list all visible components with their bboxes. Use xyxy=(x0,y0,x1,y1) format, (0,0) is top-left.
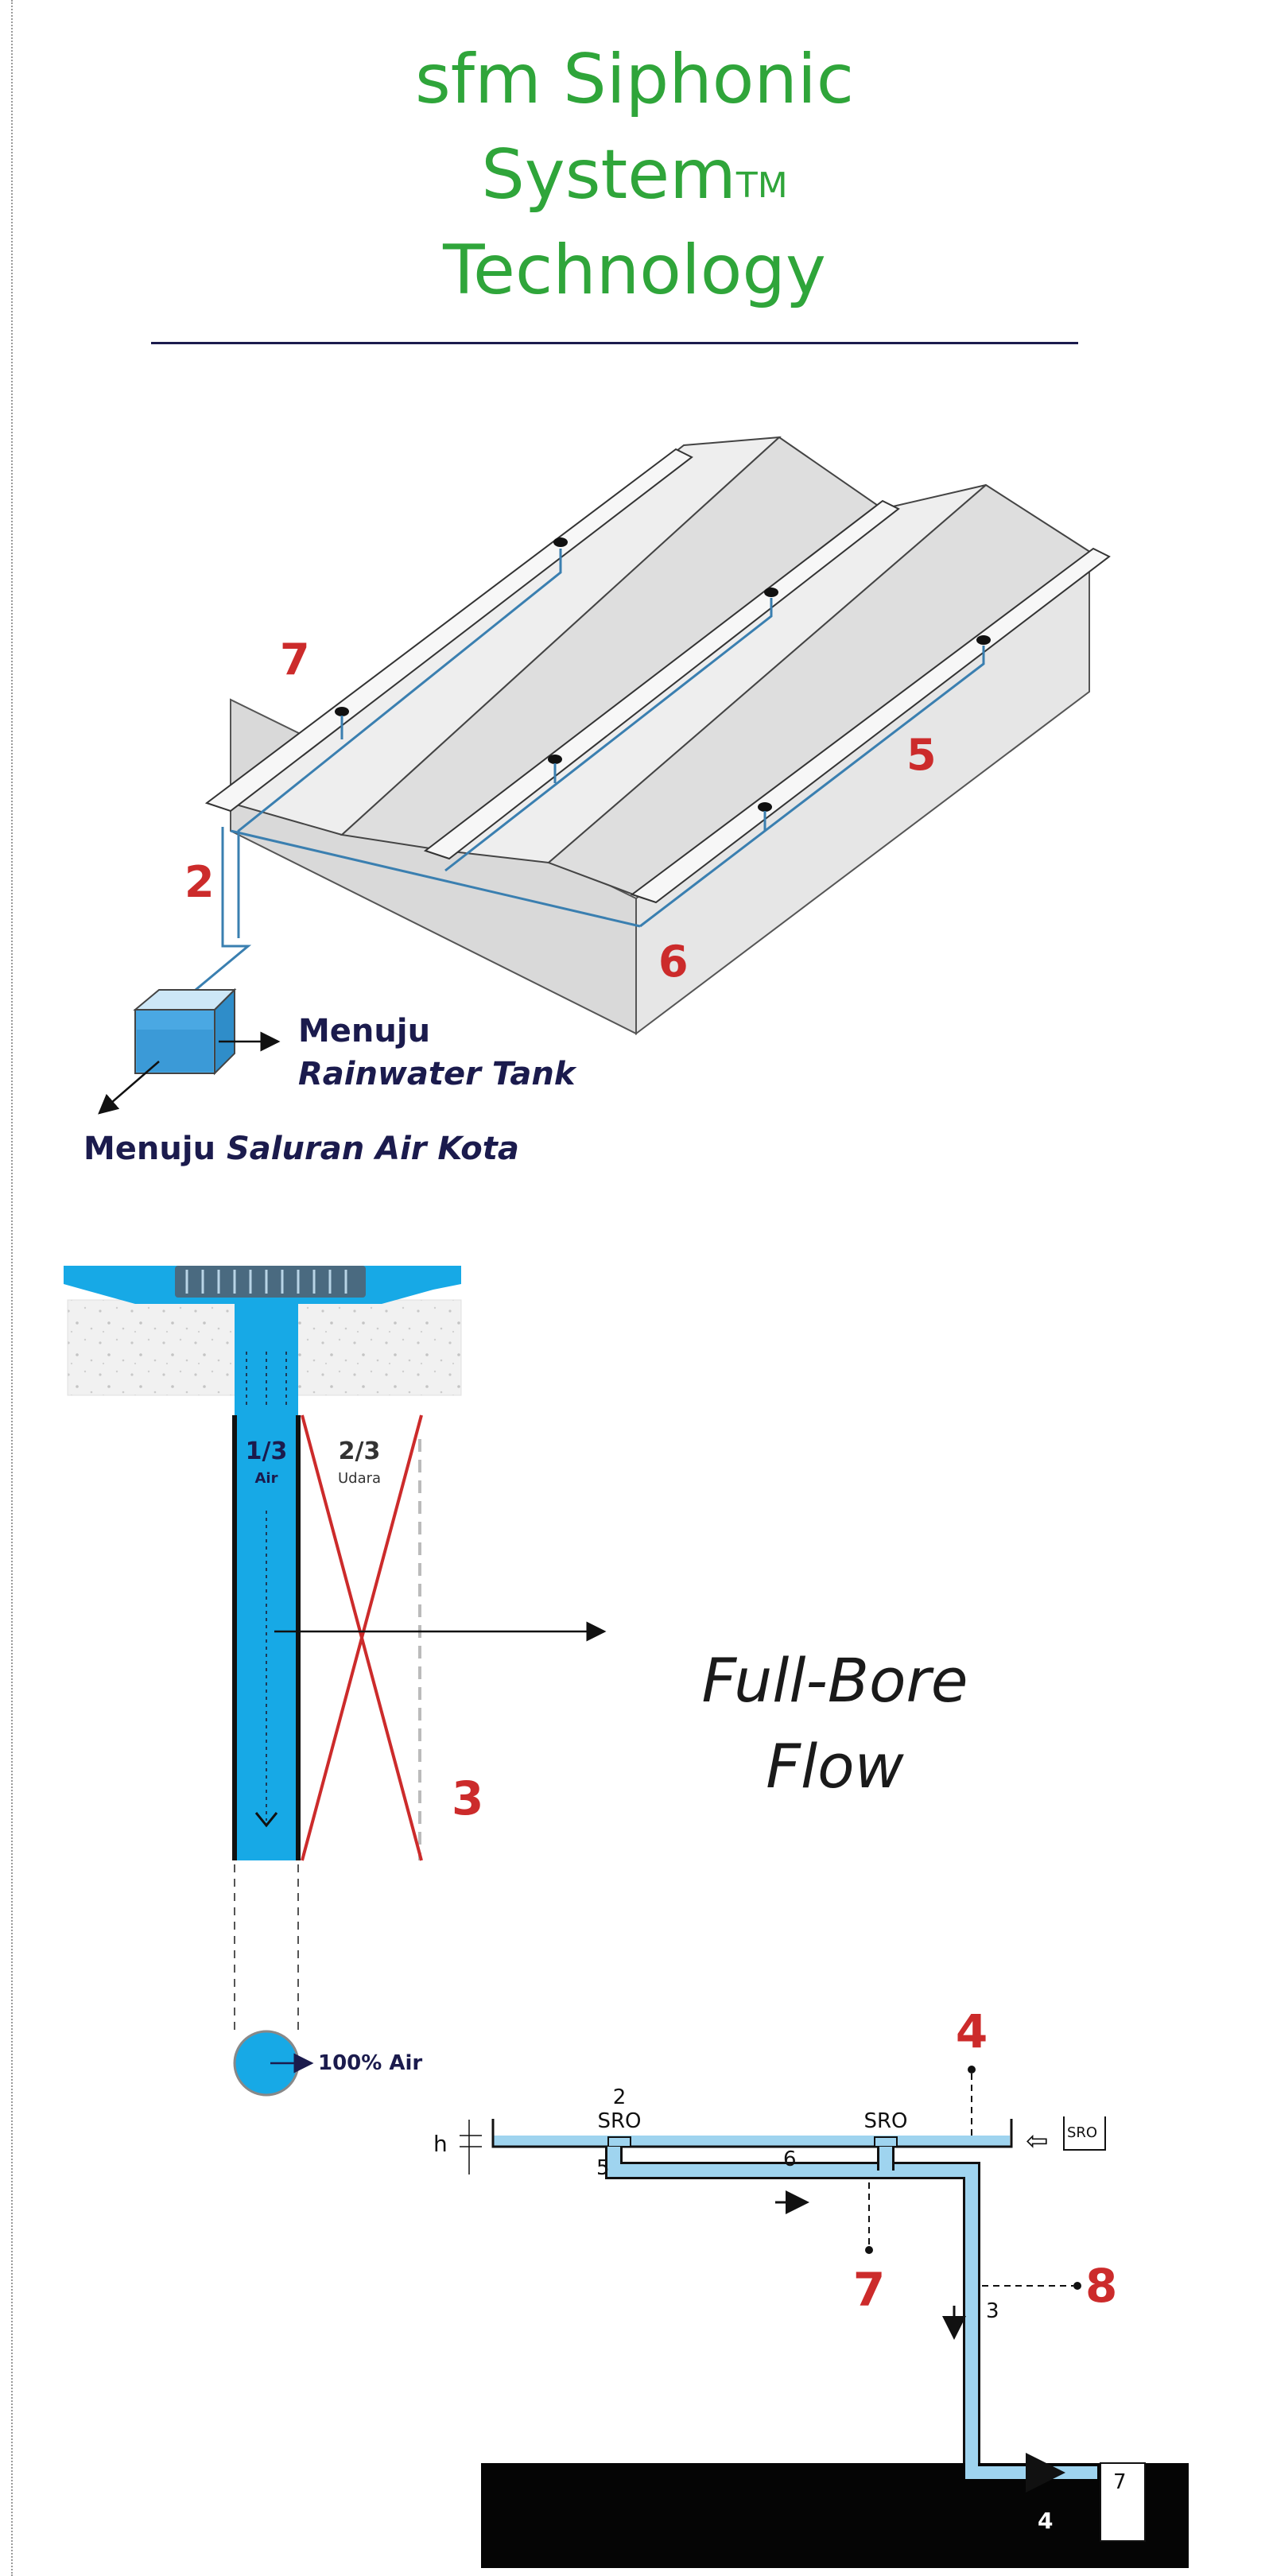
siphonic-pipe-network xyxy=(190,549,985,995)
gutter-1 xyxy=(204,448,693,813)
cross-line-2 xyxy=(301,1414,423,1861)
flow-arrows xyxy=(246,1352,287,1821)
callout-6-roof: 6 xyxy=(658,937,689,987)
air-fraction: 2/3 xyxy=(339,1437,381,1465)
pipe-label-6: 6 xyxy=(783,2147,797,2171)
sro-outlet-right xyxy=(874,2136,898,2147)
page-title: sfm Siphonic SystemTM Technology xyxy=(0,32,1269,318)
city-drain-name: Saluran Air Kota xyxy=(227,1131,519,1167)
gutter-2 xyxy=(423,499,900,860)
city-drain-prefix: Menuju xyxy=(83,1131,227,1167)
result-label: 100% Air xyxy=(318,2051,422,2075)
ground-tank-block xyxy=(481,2463,1189,2568)
left-dotted-border xyxy=(11,0,13,2576)
down-chevron xyxy=(254,1812,278,1828)
full-bore-flow-label: Full-Bore Flow xyxy=(604,1638,1065,1810)
water-fraction: 1/3 xyxy=(246,1437,288,1465)
roof-outlet xyxy=(758,802,772,812)
roof-outlet xyxy=(553,537,568,547)
title-line-1: sfm Siphonic xyxy=(414,40,855,119)
outlet-grate xyxy=(175,1266,366,1298)
callout-5-roof: 5 xyxy=(906,730,937,780)
callout-7-schematic: 7 xyxy=(853,2263,885,2317)
sro-legend-icon xyxy=(1063,2116,1106,2151)
sro-right-label: SRO xyxy=(863,2109,907,2133)
title-line-2: SystemTM xyxy=(0,127,1269,223)
siphon-schematic: h 2 SRO SRO 5 6 3 ⇦ SRO 4 7 8 xyxy=(433,2004,1189,2568)
full-bore-line-1: Full-Bore xyxy=(701,1645,968,1716)
arrow-to-city-drain xyxy=(98,1061,160,1115)
gutter-3 xyxy=(630,547,1111,904)
full-bore-line-2: Flow xyxy=(766,1731,904,1802)
sro-legend-label: SRO xyxy=(1067,2124,1097,2141)
roof-outlet xyxy=(335,707,349,716)
destination-city-drain: Menuju Saluran Air Kota xyxy=(83,1127,519,1170)
title-divider xyxy=(151,342,1078,344)
tank-label-4: 4 xyxy=(1038,2508,1053,2534)
grate-slots xyxy=(185,1270,347,1294)
title-line-3: Technology xyxy=(443,231,826,310)
callout-7-roof: 7 xyxy=(280,634,310,685)
h-label: h xyxy=(433,2131,448,2157)
destination-rainwater-tank: Menuju Rainwater Tank xyxy=(298,1010,575,1096)
title-system-word: System xyxy=(481,135,736,215)
callout-3: 3 xyxy=(452,1771,483,1825)
roof-outlet xyxy=(764,588,778,597)
pipe-label-3: 3 xyxy=(986,2299,999,2323)
air-label: Udara xyxy=(338,1470,381,1487)
outlet-label-7: 7 xyxy=(1113,2470,1127,2494)
collection-tank xyxy=(133,987,237,1076)
callout-4-schematic: 4 xyxy=(956,2004,988,2058)
roof-outlet xyxy=(976,635,991,645)
hollow-arrow-icon: ⇦ xyxy=(1026,2125,1049,2157)
roof-building-diagram: 7 2 5 6 xyxy=(98,436,1111,1115)
rainwater-prefix: Menuju xyxy=(298,1013,431,1049)
trademark-mark: TM xyxy=(735,165,788,206)
callout-8-schematic: 8 xyxy=(1085,2259,1117,2313)
gutter-outline xyxy=(491,2119,1013,2148)
rainwater-tank-name: Rainwater Tank xyxy=(298,1056,576,1092)
water-label: Air xyxy=(255,1470,278,1487)
pipe-label-5: 5 xyxy=(596,2156,610,2180)
gutter-water xyxy=(493,2136,1010,2147)
full-bore-flow-diagram: 1/3 Air 2/3 Udara 3 100% Air xyxy=(64,1266,607,2097)
sro-left-label: SRO xyxy=(597,2109,641,2133)
sro-left-number: 2 xyxy=(613,2085,627,2109)
callout-2-roof: 2 xyxy=(184,857,215,907)
outlet-box xyxy=(1100,2462,1146,2542)
roof-outlet xyxy=(548,755,562,764)
sro-outlet-left xyxy=(607,2136,631,2147)
